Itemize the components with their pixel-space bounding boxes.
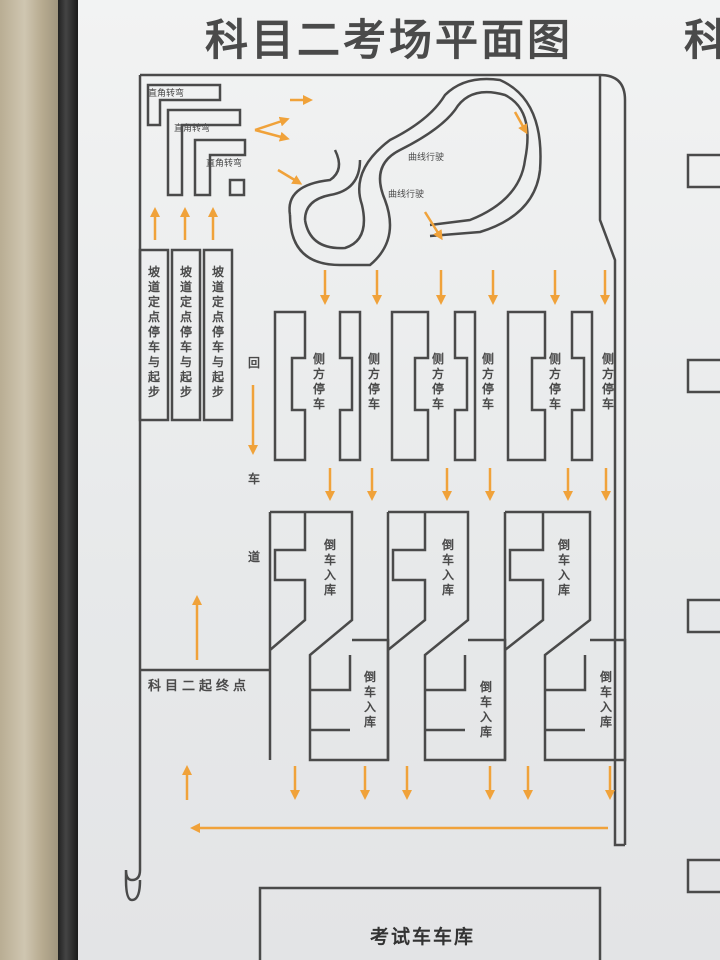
- side-parking-label-4: 侧方停车: [481, 352, 494, 411]
- sign-frame: [58, 0, 78, 960]
- side-parking-label-3: 侧方停车: [431, 352, 444, 411]
- hill-start-label-1: 坡道定点停车与起步: [147, 265, 160, 399]
- curve-driving-track-a: [288, 149, 341, 216]
- reverse-parking-label-2a: 倒车入库: [441, 538, 454, 597]
- curve-driving-track-b: [303, 159, 362, 221]
- adjacent-sign-shapes: [686, 153, 720, 894]
- reverse-parking-label-1b: 倒车入库: [363, 670, 376, 729]
- right-angle-turn-1: [146, 83, 222, 127]
- side-parking-label-5: 侧方停车: [548, 352, 561, 411]
- side-parking-label-2: 侧方停车: [367, 352, 380, 411]
- adjacent-sign-title-partial: 科: [684, 16, 720, 66]
- hill-start-label-2: 坡道定点停车与起步: [179, 265, 192, 399]
- side-parking-box-3: [390, 310, 430, 462]
- hill-start-label-3: 坡道定点停车与起步: [211, 265, 224, 399]
- return-lane-char-3: 道: [247, 550, 260, 564]
- side-parking-box-6: [570, 310, 594, 462]
- outer-road-left: [124, 75, 142, 902]
- sign-board: [78, 0, 720, 960]
- side-parking-box-1: [273, 310, 307, 462]
- right-angle-turn-box: [228, 178, 246, 197]
- side-parking-box-4: [453, 310, 477, 462]
- reverse-parking-unit-2: [386, 510, 507, 762]
- curve-driving-track-inner: [303, 77, 542, 250]
- reverse-parking-label-3b: 倒车入库: [599, 670, 612, 729]
- right-angle-turn-label-3: 直角转弯: [206, 159, 243, 169]
- side-parking-box-2: [338, 310, 362, 462]
- reverse-parking-unit-3: [503, 510, 627, 762]
- reverse-parking-unit-1: [268, 510, 390, 762]
- curve-driving-label-2: 曲线行驶: [388, 190, 425, 200]
- right-angle-turn-3: [193, 138, 247, 197]
- garage-label: 考试车车库: [370, 926, 476, 948]
- return-lane-char-2: 车: [247, 472, 260, 486]
- exam-garage-box: [258, 886, 602, 960]
- hill-start-box-2: [170, 248, 202, 422]
- reverse-parking-label-3a: 倒车入库: [557, 538, 570, 597]
- outer-road-right-inner: [598, 75, 625, 847]
- right-angle-turn-label-2: 直角转弯: [174, 124, 211, 134]
- page-title: 科目二考场平面图: [205, 16, 573, 66]
- endpoint-label: 科目二起终点: [148, 679, 251, 694]
- reverse-parking-label-2b: 倒车入库: [479, 680, 492, 739]
- curve-driving-label-1: 曲线行驶: [408, 153, 445, 163]
- reverse-parking-label-1a: 倒车入库: [323, 538, 336, 597]
- side-parking-box-5: [506, 310, 547, 462]
- right-angle-turn-2: [166, 108, 242, 197]
- hill-start-box-1: [138, 248, 170, 422]
- side-parking-label-1: 侧方停车: [312, 352, 325, 411]
- return-lane-char-1: 回: [247, 356, 260, 370]
- curve-driving-track-outer: [288, 90, 529, 267]
- hill-start-box-3: [202, 248, 234, 422]
- side-parking-label-6: 侧方停车: [601, 352, 614, 411]
- direction-arrows: [150, 95, 615, 833]
- right-angle-turn-label-1: 直角转弯: [148, 89, 185, 99]
